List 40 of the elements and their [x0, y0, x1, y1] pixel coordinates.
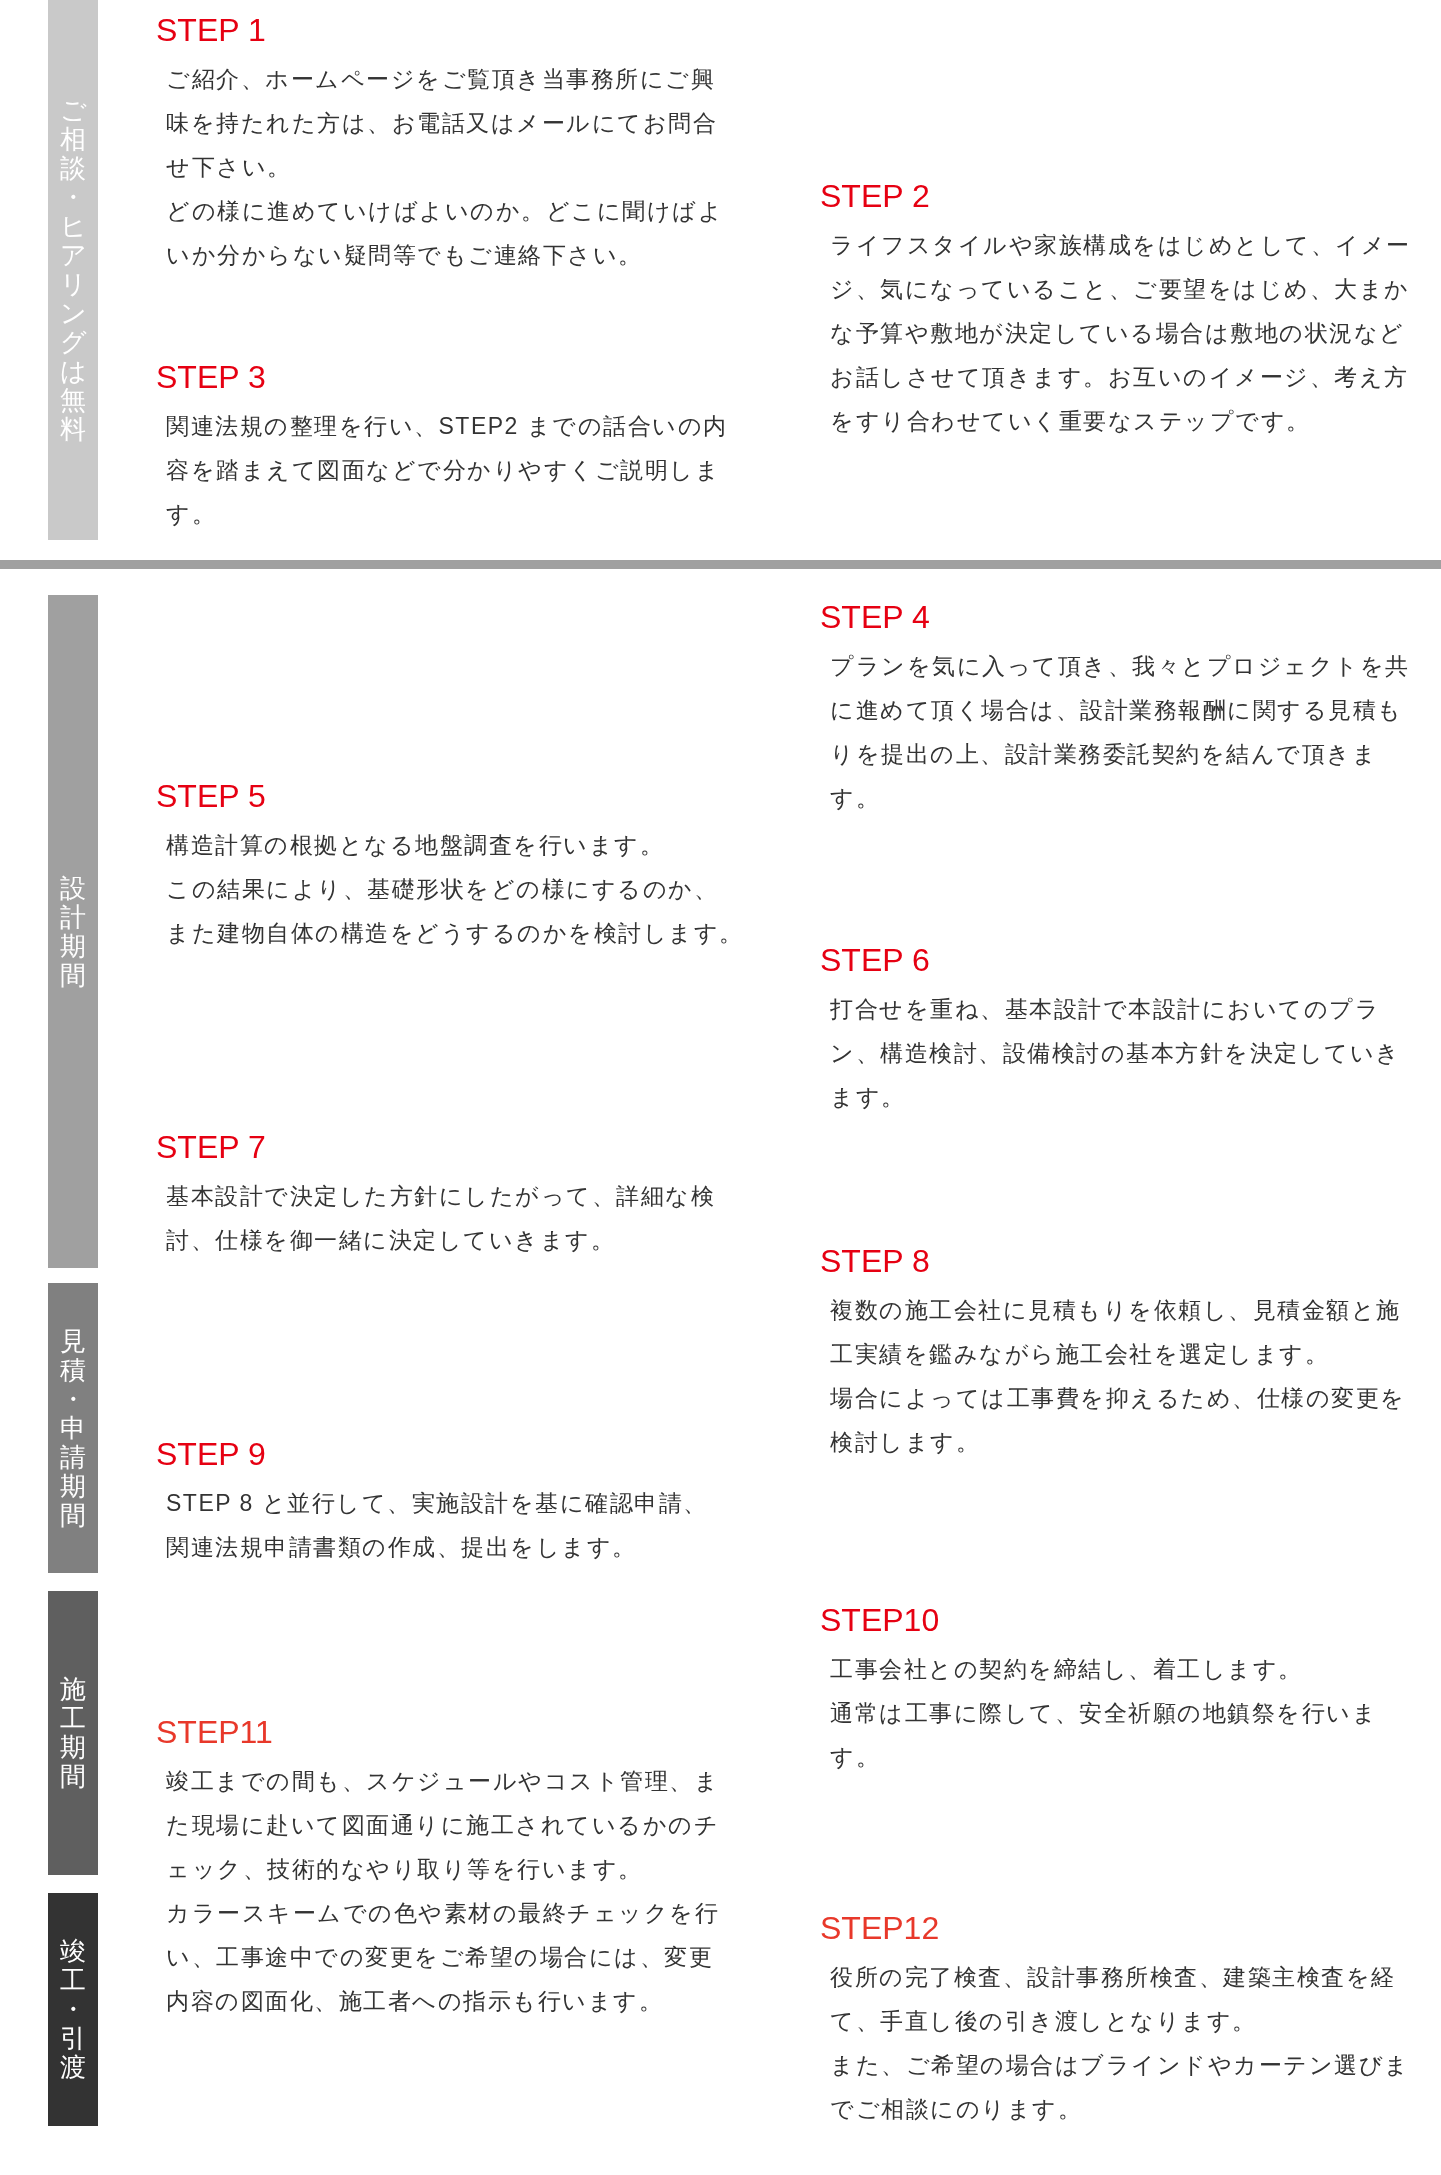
step-description: 竣工までの間も、スケジュールやコスト管理、また現場に赴いて図面通りに施工されているかのチェック、技術的なやり取り等を行います。: [166, 1767, 720, 1884]
phase-band: [48, 595, 98, 1268]
step-description: ご紹介、ホームページをご覧頂き当事務所にご興味を持たれた方は、お電話又はメールにてお問合せ下さい。: [166, 65, 718, 182]
step-description: カラースキームでの色や素材の最終チェックを行い、工事途中での変更をご希望の場合には、変更内容の図面化、施工者への指示も行います。: [166, 1899, 720, 2016]
step-description: 通常は工事に際して、安全祈願の地鎮祭を行います。: [830, 1699, 1378, 1772]
step-description: 打合せを重ね、基本設計で本設計においてのプラン、構造検討、設備検討の基本方針を決定していきます。: [830, 995, 1402, 1112]
step-heading: STEP 4: [820, 598, 930, 636]
step-heading: STEP 5: [156, 777, 266, 815]
step-heading: STEP12: [820, 1909, 940, 1947]
phase-label: 竣工・引渡: [59, 1937, 87, 2082]
step-description: 複数の施工会社に見積もりを依頼し、見積金額と施工実績を鑑みながら施工会社を選定します。: [830, 1296, 1402, 1369]
step-heading: STEP11: [156, 1713, 273, 1751]
phase-band: [48, 1591, 98, 1875]
step-description: 構造計算の根拠となる地盤調査を行います。: [166, 831, 665, 860]
step-heading: STEP 7: [156, 1128, 266, 1166]
step-heading: STEP 9: [156, 1435, 266, 1473]
step-description: プランを気に入って頂き、我々とプロジェクトを共に進めて頂く場合は、設計業務報酬に関する見積もりを提出の上、設計業務委託契約を結んで頂きます。: [830, 652, 1411, 813]
step-description: この結果により、基礎形状をどの様にするのか、: [166, 875, 719, 904]
step-description: 関連法規の整理を行い、STEP2 までの話合いの内容を踏まえて図面などで分かりやすくご説明します。: [166, 412, 728, 529]
phase-label: 設計期間: [59, 873, 87, 990]
step-description: 基本設計で決定した方針にしたがって、詳細な検討、仕様を御一緒に決定していきます。: [166, 1182, 716, 1255]
step-description: 工事会社との契約を締結し、着工します。: [830, 1655, 1304, 1684]
step-description: また建物自体の構造をどうするのかを検討します。: [166, 919, 745, 948]
step-description: 場合によっては工事費を抑えるため、仕様の変更を検討します。: [830, 1384, 1407, 1457]
step-heading: STEP 3: [156, 358, 266, 396]
phase-label: 施工期間: [59, 1675, 87, 1791]
step-heading: STEP 8: [820, 1242, 930, 1280]
phase-label: 見積・申請期間: [59, 1326, 87, 1530]
step-heading: STEP 2: [820, 177, 930, 215]
phase-band: [48, 1283, 98, 1573]
step-description: STEP 8 と並行して、実施設計を基に確認申請、関連法規申請書類の作成、提出をします。: [166, 1489, 709, 1562]
step-description: ライフスタイルや家族構成をはじめとして、イメージ、気になっていること、ご要望をはじめ、大まかな予算や敷地が決定している場合は敷地の状況などお話しさせて頂きます。お互いのイメージ、考え方をすり合わせていく重要なステップです。: [830, 231, 1412, 436]
phase-band: [48, 1893, 98, 2126]
step-description: どの様に進めていけばよいのか。どこに聞けばよいか分からない疑問等でもご連絡下さい。: [166, 197, 724, 270]
step-heading: STEP10: [820, 1601, 940, 1639]
step-heading: STEP 6: [820, 941, 930, 979]
step-heading: STEP 1: [156, 11, 266, 49]
phase-band: [48, 0, 98, 540]
step-description: また、ご希望の場合はブラインドやカーテン選びまでご相談にのります。: [830, 2051, 1411, 2124]
step-description: 役所の完了検査、設計事務所検査、建築主検査を経て、手直し後の引き渡しとなります。: [830, 1963, 1397, 2036]
